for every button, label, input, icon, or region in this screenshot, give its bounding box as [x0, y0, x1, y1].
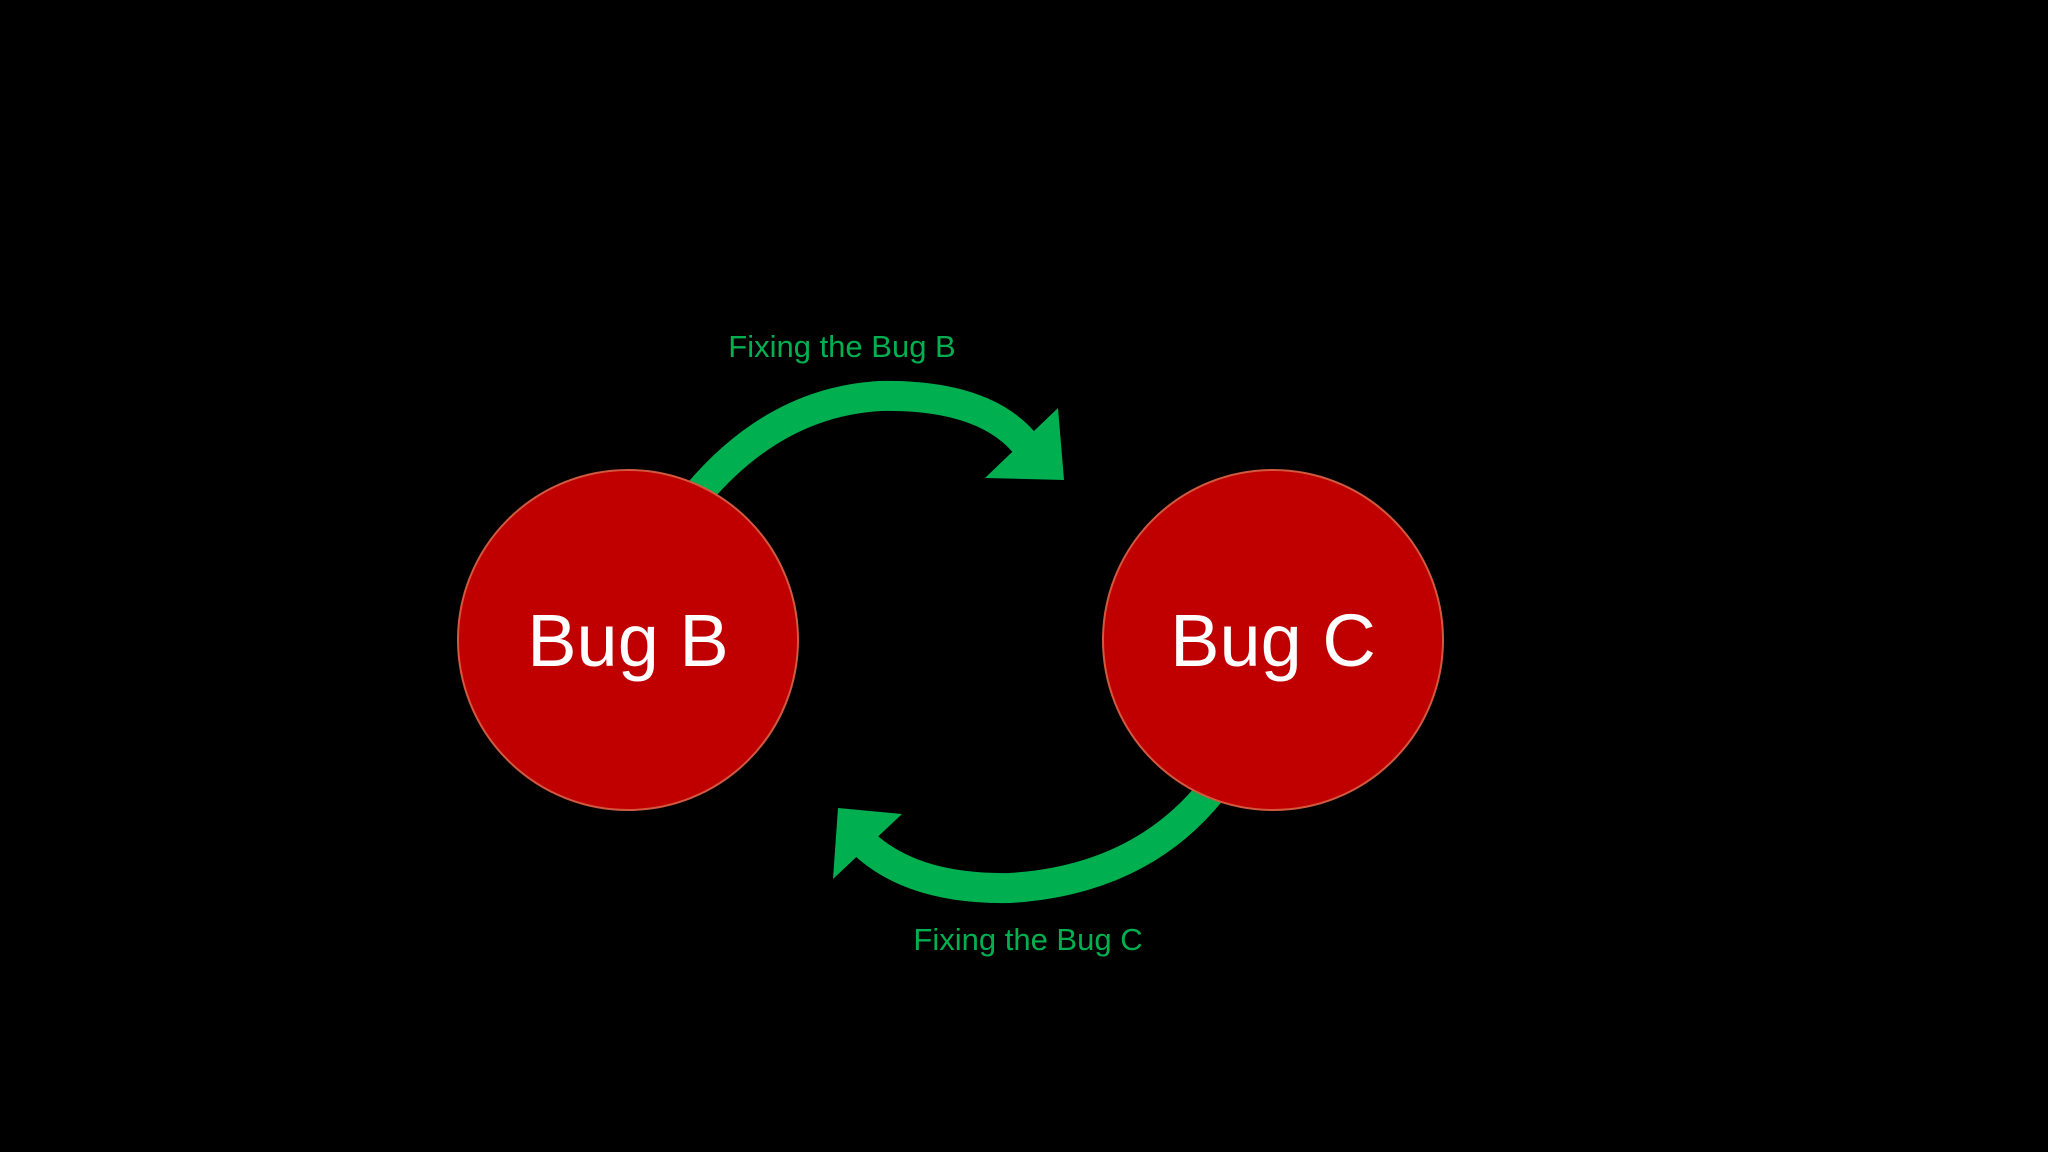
arrowhead-bottom — [833, 808, 902, 879]
arrowhead-top — [985, 408, 1064, 480]
edge-label-fixing-bug-b: Fixing the Bug B — [728, 329, 955, 364]
arrow-shaft-top — [685, 380, 1043, 505]
node-bug-c: Bug C — [1102, 469, 1444, 811]
node-label-bug-b: Bug B — [527, 599, 729, 682]
node-bug-b: Bug B — [457, 469, 799, 811]
arrow-bug-c-to-b — [833, 780, 1224, 904]
node-label-bug-c: Bug C — [1170, 599, 1376, 682]
arrow-shaft-bottom — [849, 780, 1224, 904]
node-circle-bug-b — [457, 469, 799, 811]
edge-label-fixing-bug-c: Fixing the Bug C — [913, 922, 1142, 957]
arrow-bug-b-to-c — [685, 380, 1064, 505]
node-circle-bug-c — [1102, 469, 1444, 811]
